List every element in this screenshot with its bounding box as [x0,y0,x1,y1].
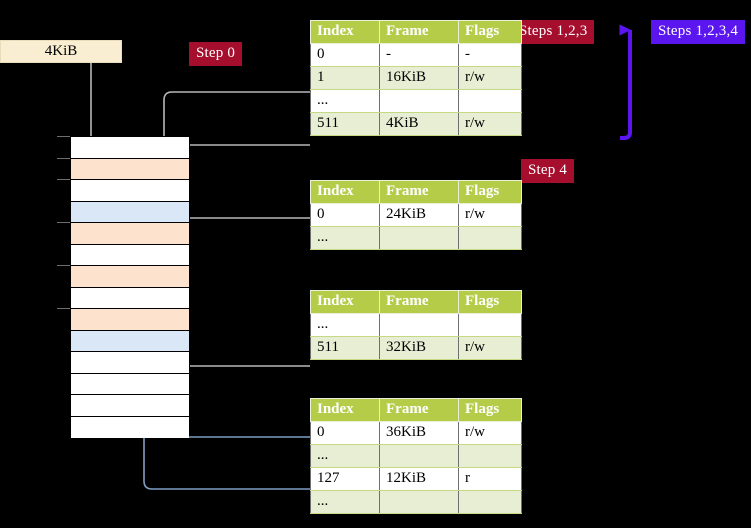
table-cell: r/w [458,203,522,227]
table-row: 0-- [310,43,522,67]
column-header-index: Index [310,180,380,204]
table-cell: - [458,43,522,67]
column-header-index: Index [310,398,380,422]
memory-frame-row [71,373,189,395]
table-cell: ... [310,89,380,113]
table-cell: r/w [458,66,522,90]
column-header-frame: Frame [379,398,459,422]
table-cell [458,226,522,250]
table-row: ... [310,89,522,113]
table-cell: ... [310,226,380,250]
table-cell: r/w [458,336,522,360]
badge-steps-1234: Steps 1,2,3,4 [651,20,746,44]
memory-frame-row [71,244,189,266]
physical-memory-column [70,136,190,438]
memory-tick [57,222,70,223]
memory-frame-row [71,287,189,309]
table-cell: 12KiB [379,467,459,491]
table-cell: r [458,467,522,491]
table-cell: ... [310,313,380,337]
table-cell [458,89,522,113]
badge-step-0: Step 0 [189,42,243,66]
column-header-flags: Flags [458,180,522,204]
table-cell: - [379,43,459,67]
memory-frame-row [71,416,189,438]
column-header-flags: Flags [458,290,522,314]
table-cell [458,444,522,468]
table-row: ... [310,490,522,514]
table-cell: 32KiB [379,336,459,360]
badge-steps-123: Steps 1,2,3 [512,20,595,44]
memory-tick [57,308,70,309]
table-cell [379,490,459,514]
badge-step-4: Step 4 [521,159,575,183]
memory-tick [57,136,70,137]
memory-frame-row [71,266,189,288]
table-cell: 4KiB [379,112,459,136]
memory-frame-row [71,180,189,202]
table-cell: ... [310,490,380,514]
memory-tick [57,265,70,266]
memory-frame-row [71,201,189,223]
table-cell: 0 [310,43,380,67]
memory-frame-row [71,352,189,374]
column-header-index: Index [310,290,380,314]
memory-frame-row [71,330,189,352]
table-cell: 16KiB [379,66,459,90]
table-cell: r/w [458,421,522,445]
memory-tick [57,157,70,159]
table-cell: 127 [310,467,380,491]
memory-frame-row [71,137,189,159]
table-cell: 24KiB [379,203,459,227]
table-cell [379,444,459,468]
memory-frame-row [71,309,189,331]
table-cell: 36KiB [379,421,459,445]
table-row: ... [310,226,522,250]
frame-size-label: 4KiB [44,43,78,59]
table-cell: 0 [310,421,380,445]
table-cell [458,490,522,514]
column-header-flags: Flags [458,398,522,422]
table-cell [379,226,459,250]
column-header-index: Index [310,20,380,44]
memory-frame-row [71,395,189,417]
frame-size-box: 4KiB [0,40,122,63]
table-cell: r/w [458,112,522,136]
memory-frame-row [71,158,189,180]
column-header-frame: Frame [379,290,459,314]
memory-tick [57,179,70,180]
table-cell: 511 [310,336,380,360]
table-cell [379,313,459,337]
table-cell [458,313,522,337]
table-cell: 0 [310,203,380,227]
column-header-flags: Flags [458,20,522,44]
column-header-frame: Frame [379,20,459,44]
table-row: ... [310,313,522,337]
table-cell: 1 [310,66,380,90]
table-cell: ... [310,444,380,468]
table-cell [379,89,459,113]
column-header-frame: Frame [379,180,459,204]
memory-frame-row [71,223,189,245]
table-cell: 511 [310,112,380,136]
table-row: ... [310,444,522,468]
